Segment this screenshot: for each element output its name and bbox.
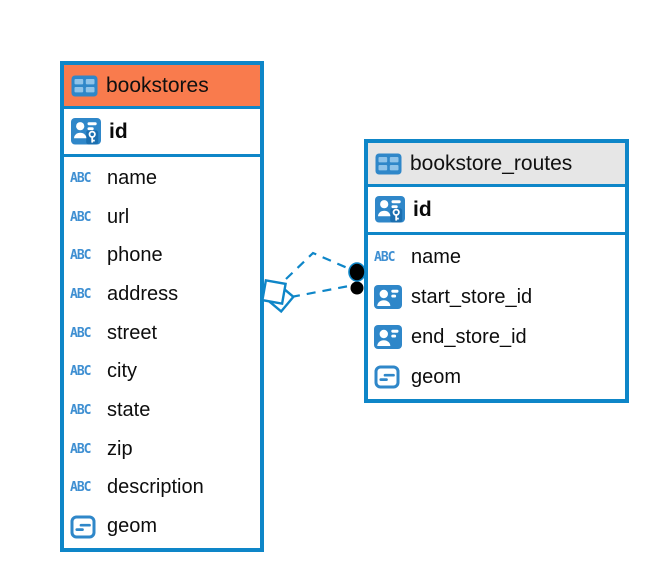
table-header-bookstores[interactable]: bookstores (64, 65, 260, 109)
relationship-line-lower[interactable] (290, 284, 350, 299)
primary-key-icon (71, 118, 101, 145)
field-label: url (107, 205, 130, 228)
field-list: ABC name start_store_id (368, 235, 625, 399)
relationship-dot-endpoint[interactable] (348, 262, 366, 295)
table-bookstores[interactable]: bookstores id ABC (60, 61, 264, 552)
field-row-phone[interactable]: ABC phone (64, 236, 260, 275)
primary-key-label: id (109, 119, 128, 143)
field-row-start-store-id[interactable]: start_store_id (368, 277, 625, 317)
primary-key-row[interactable]: id (368, 187, 625, 235)
field-row-url[interactable]: ABC url (64, 198, 260, 237)
field-row-city[interactable]: ABC city (64, 353, 260, 392)
field-label: city (107, 360, 137, 383)
primary-key-label: id (413, 197, 432, 221)
relationship-line-upper[interactable] (285, 251, 353, 280)
field-row-state[interactable]: ABC state (64, 391, 260, 430)
field-row-street[interactable]: ABC street (64, 314, 260, 353)
text-type-icon: ABC (70, 403, 92, 419)
text-type-icon: ABC (70, 286, 92, 302)
relationship-diamond-endpoint[interactable] (261, 279, 296, 314)
table-header-bookstore-routes[interactable]: bookstore_routes (368, 143, 625, 187)
field-row-description[interactable]: ABC description (64, 469, 260, 508)
field-label: state (107, 399, 151, 422)
reference-type-icon (374, 325, 411, 349)
table-icon (71, 75, 98, 97)
text-type-icon: ABC (70, 480, 92, 496)
table-bookstore-routes[interactable]: bookstore_routes id ABC (364, 139, 629, 403)
field-row-name[interactable]: ABC name (368, 237, 625, 277)
text-type-icon: ABC (70, 170, 92, 186)
field-row-address[interactable]: ABC address (64, 275, 260, 314)
text-type-icon: ABC (70, 441, 92, 457)
table-title: bookstore_routes (410, 151, 573, 175)
primary-key-row[interactable]: id (64, 109, 260, 157)
field-row-geom[interactable]: geom (368, 357, 625, 397)
field-row-zip[interactable]: ABC zip (64, 430, 260, 469)
geometry-type-icon (374, 365, 411, 389)
field-label: address (107, 282, 179, 305)
field-label: geom (411, 365, 462, 388)
field-label: zip (107, 437, 133, 460)
field-label: phone (107, 244, 163, 267)
geometry-type-icon (70, 515, 107, 539)
text-type-icon: ABC (70, 248, 92, 264)
text-type-icon: ABC (70, 325, 92, 341)
field-label: name (411, 245, 462, 268)
field-label: street (107, 321, 158, 344)
table-icon (375, 153, 402, 175)
primary-key-icon (375, 196, 405, 223)
reference-type-icon (374, 285, 411, 309)
text-type-icon: ABC (70, 364, 92, 380)
field-label: start_store_id (411, 285, 533, 308)
field-list: ABC name ABC url ABC phone ABC address A… (64, 157, 260, 548)
field-row-geom[interactable]: geom (64, 507, 260, 546)
field-label: geom (107, 515, 158, 538)
text-type-icon: ABC (70, 209, 92, 225)
field-label: description (107, 476, 204, 499)
field-row-end-store-id[interactable]: end_store_id (368, 317, 625, 357)
table-title: bookstores (106, 73, 209, 97)
field-label: end_store_id (411, 325, 527, 348)
field-label: name (107, 166, 158, 189)
field-row-name[interactable]: ABC name (64, 159, 260, 198)
text-type-icon: ABC (374, 249, 396, 265)
